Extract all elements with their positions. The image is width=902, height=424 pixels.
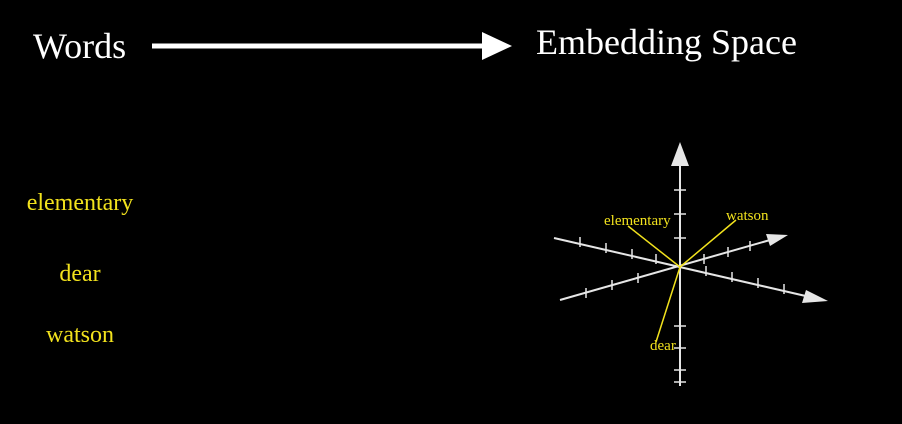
axis-ticks bbox=[579, 189, 785, 383]
embedding-label-elementary: elementary bbox=[604, 213, 671, 229]
vector-elementary bbox=[627, 225, 681, 268]
vector-dear bbox=[655, 266, 681, 343]
embedding-label-watson: watson bbox=[726, 208, 769, 224]
right-arrow-icon bbox=[152, 32, 512, 60]
embedding-space-heading: Embedding Space bbox=[536, 22, 797, 62]
word-dear: dear bbox=[59, 261, 101, 287]
right-down-arrow-icon bbox=[802, 290, 828, 303]
axis-arrowheads bbox=[671, 142, 828, 303]
up-arrow-icon bbox=[671, 142, 689, 166]
word-vectors bbox=[627, 219, 737, 343]
embedding-label-dear: dear bbox=[650, 338, 676, 354]
axes bbox=[553, 164, 811, 386]
word-watson: watson bbox=[46, 322, 114, 348]
horizontal-axis bbox=[553, 237, 811, 298]
right-up-arrow-icon bbox=[766, 234, 788, 246]
embedding-space-plot: elementary watson dear bbox=[553, 142, 828, 386]
words-heading: Words bbox=[33, 26, 127, 66]
vector-watson bbox=[679, 219, 737, 268]
word-elementary: elementary bbox=[26, 190, 134, 216]
depth-axis bbox=[559, 239, 771, 301]
